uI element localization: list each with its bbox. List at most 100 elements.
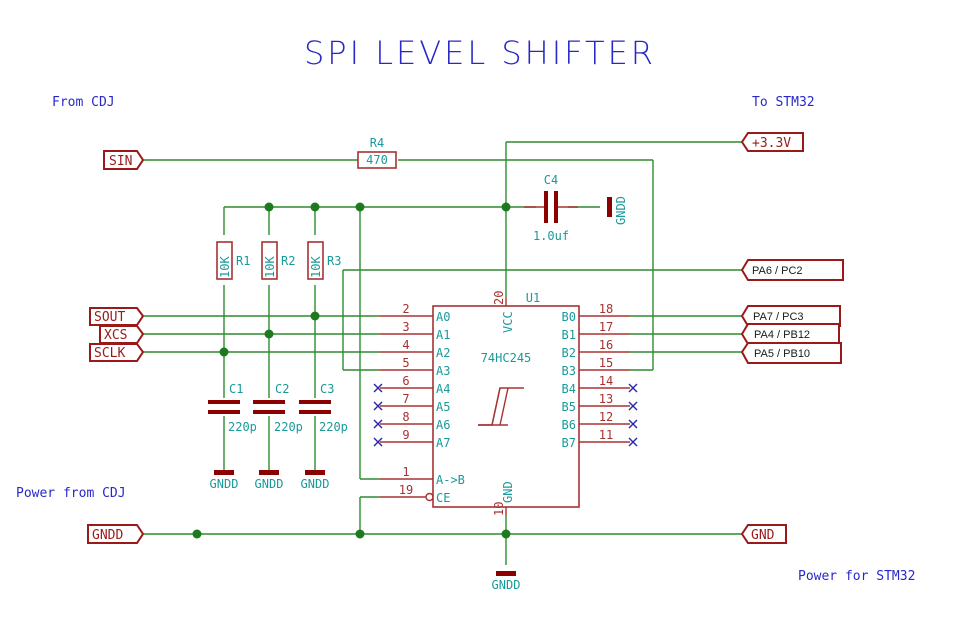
pin-number: 3 <box>402 320 409 334</box>
gndd-label: GNDD <box>301 477 330 491</box>
junction-dot <box>355 529 365 539</box>
u1-pin-a2: 4A2 <box>380 338 450 360</box>
port-gndd-label: GNDD <box>92 528 123 543</box>
ground-symbol-c4: GNDD <box>607 196 628 225</box>
port-sin[interactable]: SIN <box>103 150 145 170</box>
pin-name: A0 <box>436 310 450 324</box>
u1-pin-a7: 9A7 <box>373 428 450 450</box>
port-xcs[interactable]: XCS <box>99 325 145 344</box>
pin-name: B0 <box>562 310 576 324</box>
r3-value: 10K <box>309 256 323 278</box>
pin-name: A2 <box>436 346 450 360</box>
gndd-label: GNDD <box>210 477 239 491</box>
u1-pin-a3: 5A3 <box>380 356 450 378</box>
port-sclk-label: SCLK <box>94 346 125 361</box>
junction-dot <box>264 202 274 212</box>
pin-name: B5 <box>562 400 576 414</box>
resistor-r3[interactable]: 10K R3 <box>307 241 341 280</box>
inverted-pin-bubble <box>425 492 434 502</box>
pin-number: 12 <box>599 410 613 424</box>
resistor-r4[interactable]: 470 R4 <box>357 136 397 169</box>
schematic-title: SPI LEVEL SHIFTER <box>304 34 656 72</box>
r4-ref: R4 <box>370 136 384 150</box>
pin-name: A3 <box>436 364 450 378</box>
note-power-for-stm32: Power for STM32 <box>798 569 915 584</box>
port-xcs-label: XCS <box>104 328 127 343</box>
port-pa6-label: PA6 / PC2 <box>752 265 803 277</box>
pin-name: B4 <box>562 382 576 396</box>
c2-ref: C2 <box>275 382 289 396</box>
pin-number: 18 <box>599 302 613 316</box>
port-pa5-label: PA5 / PB10 <box>754 348 810 360</box>
capacitor-c2[interactable]: C2 220p <box>253 382 303 434</box>
port-pa5[interactable]: PA5 / PB10 <box>740 342 842 364</box>
port-gnd-label: GND <box>751 528 775 543</box>
pin-name: A1 <box>436 328 450 342</box>
note-from-cdj: From CDJ <box>52 95 115 110</box>
capacitor-c1[interactable]: C1 220p <box>208 382 257 434</box>
pin-name: B2 <box>562 346 576 360</box>
gnd-pin-name: GND <box>501 481 515 503</box>
port-sout-label: SOUT <box>94 310 125 325</box>
pin-name: A6 <box>436 418 450 432</box>
ground-symbol-c1: GNDD <box>210 470 239 491</box>
wires <box>143 141 742 565</box>
pin-name: B7 <box>562 436 576 450</box>
gndd-label: GNDD <box>255 477 284 491</box>
port-3v3-label: +3.3V <box>752 136 791 151</box>
port-gnd[interactable]: GND <box>740 524 787 544</box>
pin-name: B6 <box>562 418 576 432</box>
port-sout[interactable]: SOUT <box>89 307 145 326</box>
c3-ref: C3 <box>320 382 334 396</box>
port-pa4[interactable]: PA4 / PB12 <box>740 323 840 345</box>
pin-name: A5 <box>436 400 450 414</box>
c1-value: 220p <box>228 420 257 434</box>
pin-name: A4 <box>436 382 450 396</box>
port-gndd[interactable]: GNDD <box>87 524 145 544</box>
resistor-r1[interactable]: 10K R1 <box>216 241 250 280</box>
pin-number: 5 <box>402 356 409 370</box>
c2-value: 220p <box>274 420 303 434</box>
r2-ref: R2 <box>281 254 295 268</box>
pin-number: 4 <box>402 338 409 352</box>
pin-name: CE <box>436 491 450 505</box>
pin-name: B3 <box>562 364 576 378</box>
pin-number: 9 <box>402 428 409 442</box>
port-sclk[interactable]: SCLK <box>89 343 145 362</box>
pin-name: A7 <box>436 436 450 450</box>
junction-dot <box>355 202 365 212</box>
pin-number: 2 <box>402 302 409 316</box>
vcc-pin-name: VCC <box>501 311 515 333</box>
junctions <box>192 202 511 539</box>
ground-symbol-c3: GNDD <box>301 470 330 491</box>
pin-number: 16 <box>599 338 613 352</box>
resistor-r2[interactable]: 10K R2 <box>261 241 295 280</box>
junction-dot <box>501 202 511 212</box>
c4-value: 1.0uf <box>533 229 569 243</box>
ground-symbol-u1: GNDD <box>492 571 520 592</box>
junction-dot <box>219 347 229 357</box>
u1-pin-a4: 6A4 <box>373 374 450 396</box>
pin-number: 1 <box>402 465 409 479</box>
u1-pin-a1: 3A1 <box>380 320 450 342</box>
capacitor-c4[interactable]: C4 1.0uf <box>524 173 578 243</box>
capacitor-c3[interactable]: C3 220p <box>299 382 348 434</box>
r1-value: 10K <box>218 256 232 278</box>
port-3v3[interactable]: +3.3V <box>740 132 804 152</box>
r1-ref: R1 <box>236 254 250 268</box>
junction-dot <box>501 529 511 539</box>
vcc-pin-number: 20 <box>492 291 506 305</box>
junction-dot <box>310 311 320 321</box>
port-pa6[interactable]: PA6 / PC2 <box>740 259 844 281</box>
pin-number: 7 <box>402 392 409 406</box>
